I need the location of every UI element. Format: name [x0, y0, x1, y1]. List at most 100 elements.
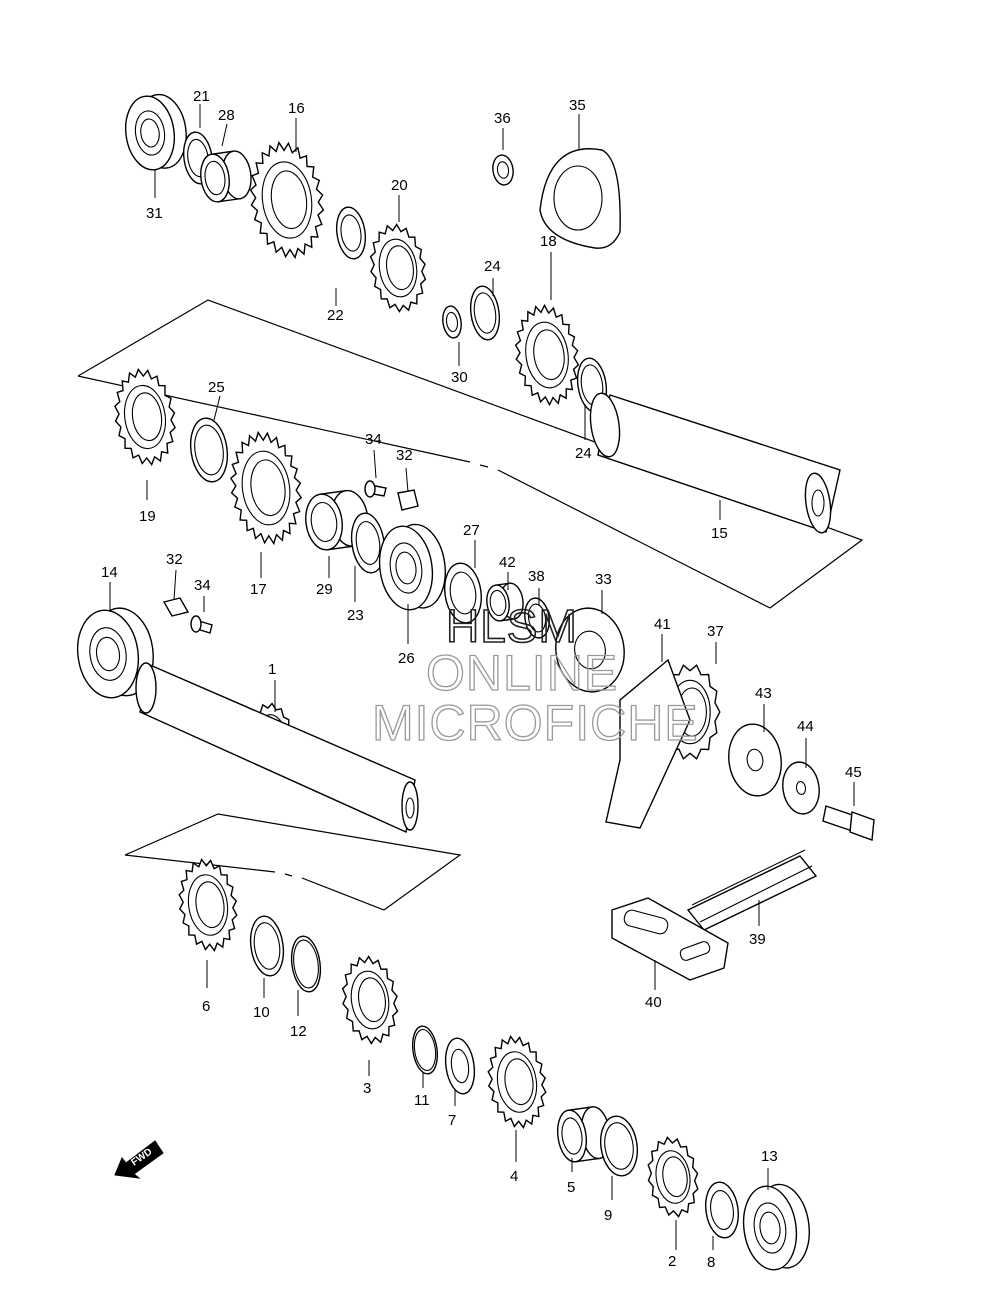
screw-34-upper: [364, 480, 387, 498]
forward-direction-arrow: FWD: [114, 1140, 164, 1179]
gear-18: [514, 303, 580, 407]
screw-34-lower: [190, 615, 213, 634]
callout-26: 26: [398, 650, 415, 667]
oring-38: [524, 597, 550, 639]
callout-39: 39: [749, 931, 766, 948]
callout-37: 37: [707, 623, 724, 640]
plate-32-lower: [162, 597, 190, 617]
callout-19: 19: [139, 508, 156, 525]
callout-leaders: [109, 104, 855, 1250]
callout-43: 43: [755, 685, 772, 702]
watermark-line2: ONLINE: [426, 645, 618, 701]
circlip-36: [492, 154, 514, 186]
callout-20: 20: [391, 177, 408, 194]
callout-4: 4: [510, 1168, 518, 1185]
seal-27: [443, 562, 483, 624]
callout-10: 10: [253, 1004, 270, 1021]
bushing-28: [200, 150, 252, 203]
callout-13: 13: [761, 1148, 778, 1165]
callout-24-upper: 24: [484, 258, 501, 275]
washer-8: [704, 1181, 740, 1239]
gear-6: [178, 858, 238, 952]
callout-32-upper: 32: [396, 447, 413, 464]
callout-32-lower: 32: [166, 551, 183, 568]
gear-segment-35: [539, 148, 621, 249]
gear-16: [249, 140, 325, 260]
gear-2: [647, 1136, 699, 1218]
callout-29: 29: [316, 581, 333, 598]
callout-24-lower: 24: [575, 445, 592, 462]
callout-35: 35: [569, 97, 586, 114]
bearing-5: [556, 1106, 611, 1163]
callout-16: 16: [288, 100, 305, 117]
callout-15: 15: [711, 525, 728, 542]
callout-36: 36: [494, 110, 511, 127]
callout-7: 7: [448, 1112, 456, 1129]
drive-chain-39: [686, 849, 818, 931]
callout-18: 18: [540, 233, 557, 250]
watermark-line3: MICROFICHE: [372, 695, 699, 751]
callout-28: 28: [218, 107, 235, 124]
callout-42: 42: [499, 554, 516, 571]
circlip-30: [442, 305, 462, 339]
bushing-29: [305, 489, 369, 551]
lockwasher-7: [444, 1037, 476, 1095]
callout-3: 3: [363, 1080, 371, 1097]
sprocket-plate-41: [605, 658, 691, 829]
sprocket-cover-33: [555, 607, 625, 693]
callout-17: 17: [250, 581, 267, 598]
parts-layer: [76, 93, 820, 1271]
bearing-13: [742, 1183, 810, 1271]
callout-44: 44: [797, 718, 814, 735]
washer-9: [599, 1115, 639, 1177]
gear-3: [341, 955, 399, 1045]
callout-2: 2: [668, 1253, 676, 1270]
washer-22: [335, 206, 367, 260]
callout-45: 45: [845, 764, 862, 781]
callout-5: 5: [567, 1179, 575, 1196]
callout-40: 40: [645, 994, 662, 1011]
countershaft-1: [135, 662, 419, 834]
circlip-12: [290, 935, 322, 993]
callout-8: 8: [707, 1254, 715, 1271]
washer-25: [189, 417, 229, 483]
plate-32-upper: [397, 489, 419, 511]
callout-25: 25: [208, 379, 225, 396]
callout-27: 27: [463, 522, 480, 539]
callout-11: 11: [414, 1092, 430, 1109]
callout-21: 21: [193, 88, 210, 105]
callout-30: 30: [451, 369, 468, 386]
callout-1: 1: [268, 661, 276, 678]
drive-shaft-15: [589, 392, 841, 534]
circlip-11: [411, 1025, 439, 1075]
gear-4: [487, 1035, 547, 1129]
washer-43: [728, 723, 782, 797]
callout-41: 41: [654, 616, 671, 633]
bolt-45: [822, 805, 875, 841]
callout-33: 33: [595, 571, 612, 588]
washer-24-upper: [469, 285, 501, 341]
watermark: HLSM ONLINE MICROFICHE: [371, 599, 699, 751]
callouts: 1 2 3 4 5 6 7 8 9 10 11 12 13 14 15 16 1…: [101, 88, 862, 1271]
gear-17: [229, 430, 303, 546]
bearing-26: [378, 523, 446, 611]
callout-14: 14: [101, 564, 118, 581]
callout-38: 38: [528, 568, 545, 585]
callout-23: 23: [347, 607, 364, 624]
callout-31: 31: [146, 205, 163, 222]
washer-10: [249, 915, 285, 977]
spacer-42: [486, 582, 524, 622]
callout-34-lower: 34: [194, 577, 211, 594]
washer-23: [350, 512, 386, 574]
bearing-31: [124, 93, 187, 171]
callout-12: 12: [290, 1023, 307, 1040]
callout-22: 22: [327, 307, 344, 324]
chain-joint-kit-40: [611, 897, 729, 981]
watermark-line1: HLSM: [446, 600, 578, 652]
callout-6: 6: [202, 998, 210, 1015]
washer-44: [782, 761, 820, 815]
callout-34-upper: 34: [365, 431, 382, 448]
callout-9: 9: [604, 1207, 612, 1224]
